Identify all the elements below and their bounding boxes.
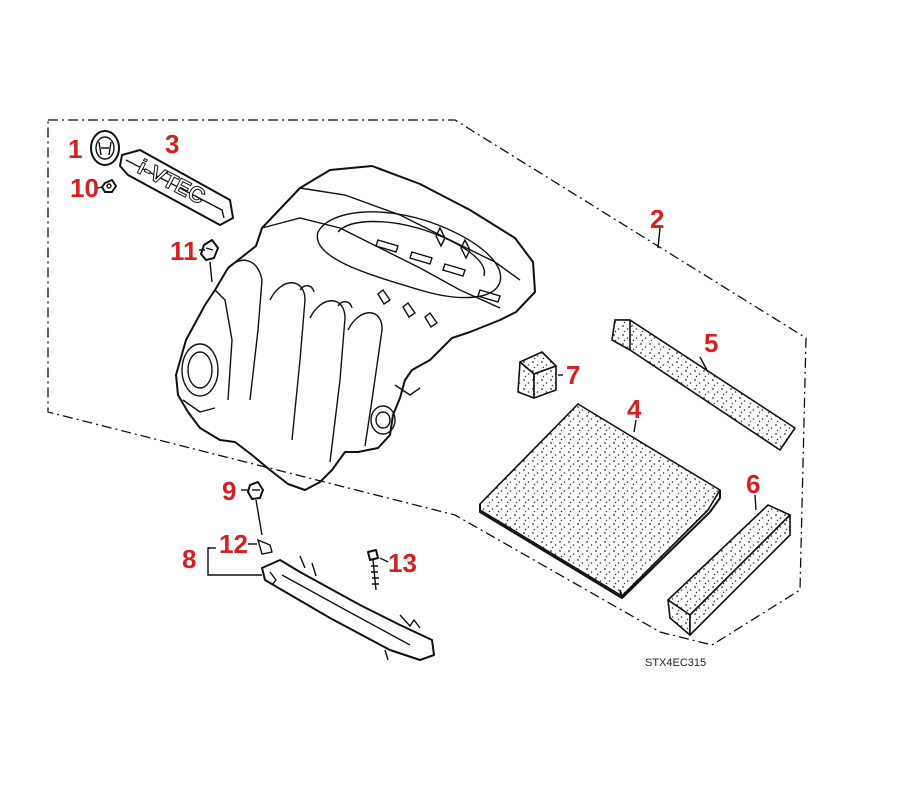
foam-bar-part-6 (667, 504, 791, 636)
callout-10: 10 (70, 173, 99, 203)
grommet-part-9 (247, 481, 264, 536)
callout-4: 4 (627, 394, 642, 424)
callout-labels: 1 2 3 4 5 6 7 8 9 10 11 12 13 (68, 129, 760, 578)
callout-2: 2 (650, 204, 664, 234)
clip-part-11 (200, 239, 219, 283)
bolt-part-13 (367, 549, 379, 591)
foam-pad-part-4 (479, 403, 721, 599)
callout-9: 9 (222, 476, 236, 506)
foam-block-part-7 (517, 351, 557, 399)
callout-7: 7 (566, 360, 580, 390)
callout-6: 6 (746, 469, 760, 499)
nut-part-10 (101, 179, 117, 193)
callout-8: 8 (182, 544, 196, 574)
emblem-part (90, 130, 120, 166)
assembly-boundary (47, 119, 807, 646)
callout-3: 3 (165, 129, 179, 159)
emblem-lettering: i-VTEC (134, 154, 210, 209)
callout-11: 11 (170, 236, 198, 266)
engine-cover (175, 165, 536, 491)
callout-5: 5 (704, 328, 718, 358)
ivtec-emblem-part: i-VTEC (119, 149, 234, 226)
callout-1: 1 (68, 134, 82, 164)
bracket-part-8 (256, 538, 435, 661)
leader-lines (90, 147, 757, 576)
foam-bar-part-5 (611, 319, 796, 451)
callout-12: 12 (219, 529, 248, 559)
callout-13: 13 (388, 548, 417, 578)
drawing-code: STX4EC315 (645, 657, 706, 669)
